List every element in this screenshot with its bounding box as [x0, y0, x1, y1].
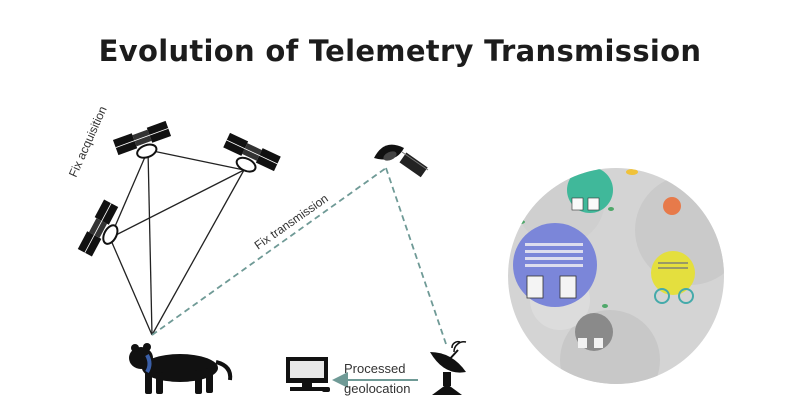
- transmission-lines: [151, 167, 447, 345]
- acquisition-lines: [109, 149, 245, 336]
- geolocation-label: geolocation: [344, 381, 411, 396]
- processed-label: Processed: [344, 361, 405, 376]
- fix-transmission-label: Fix transmission: [252, 191, 331, 252]
- satellite-icon: [217, 131, 282, 183]
- page-title: Evolution of Telemetry Transmission: [98, 34, 702, 68]
- collar-icon: [145, 354, 152, 374]
- satellite-icon: [76, 198, 130, 264]
- jaguar-icon: [129, 343, 233, 394]
- fix-acquisition-label: Fix acquisition: [66, 104, 110, 179]
- presentation-thumbnail: [508, 168, 724, 384]
- comm-satellite-icon: [374, 144, 429, 178]
- computer-icon: [286, 357, 330, 392]
- satellite-dish-icon: [430, 340, 467, 395]
